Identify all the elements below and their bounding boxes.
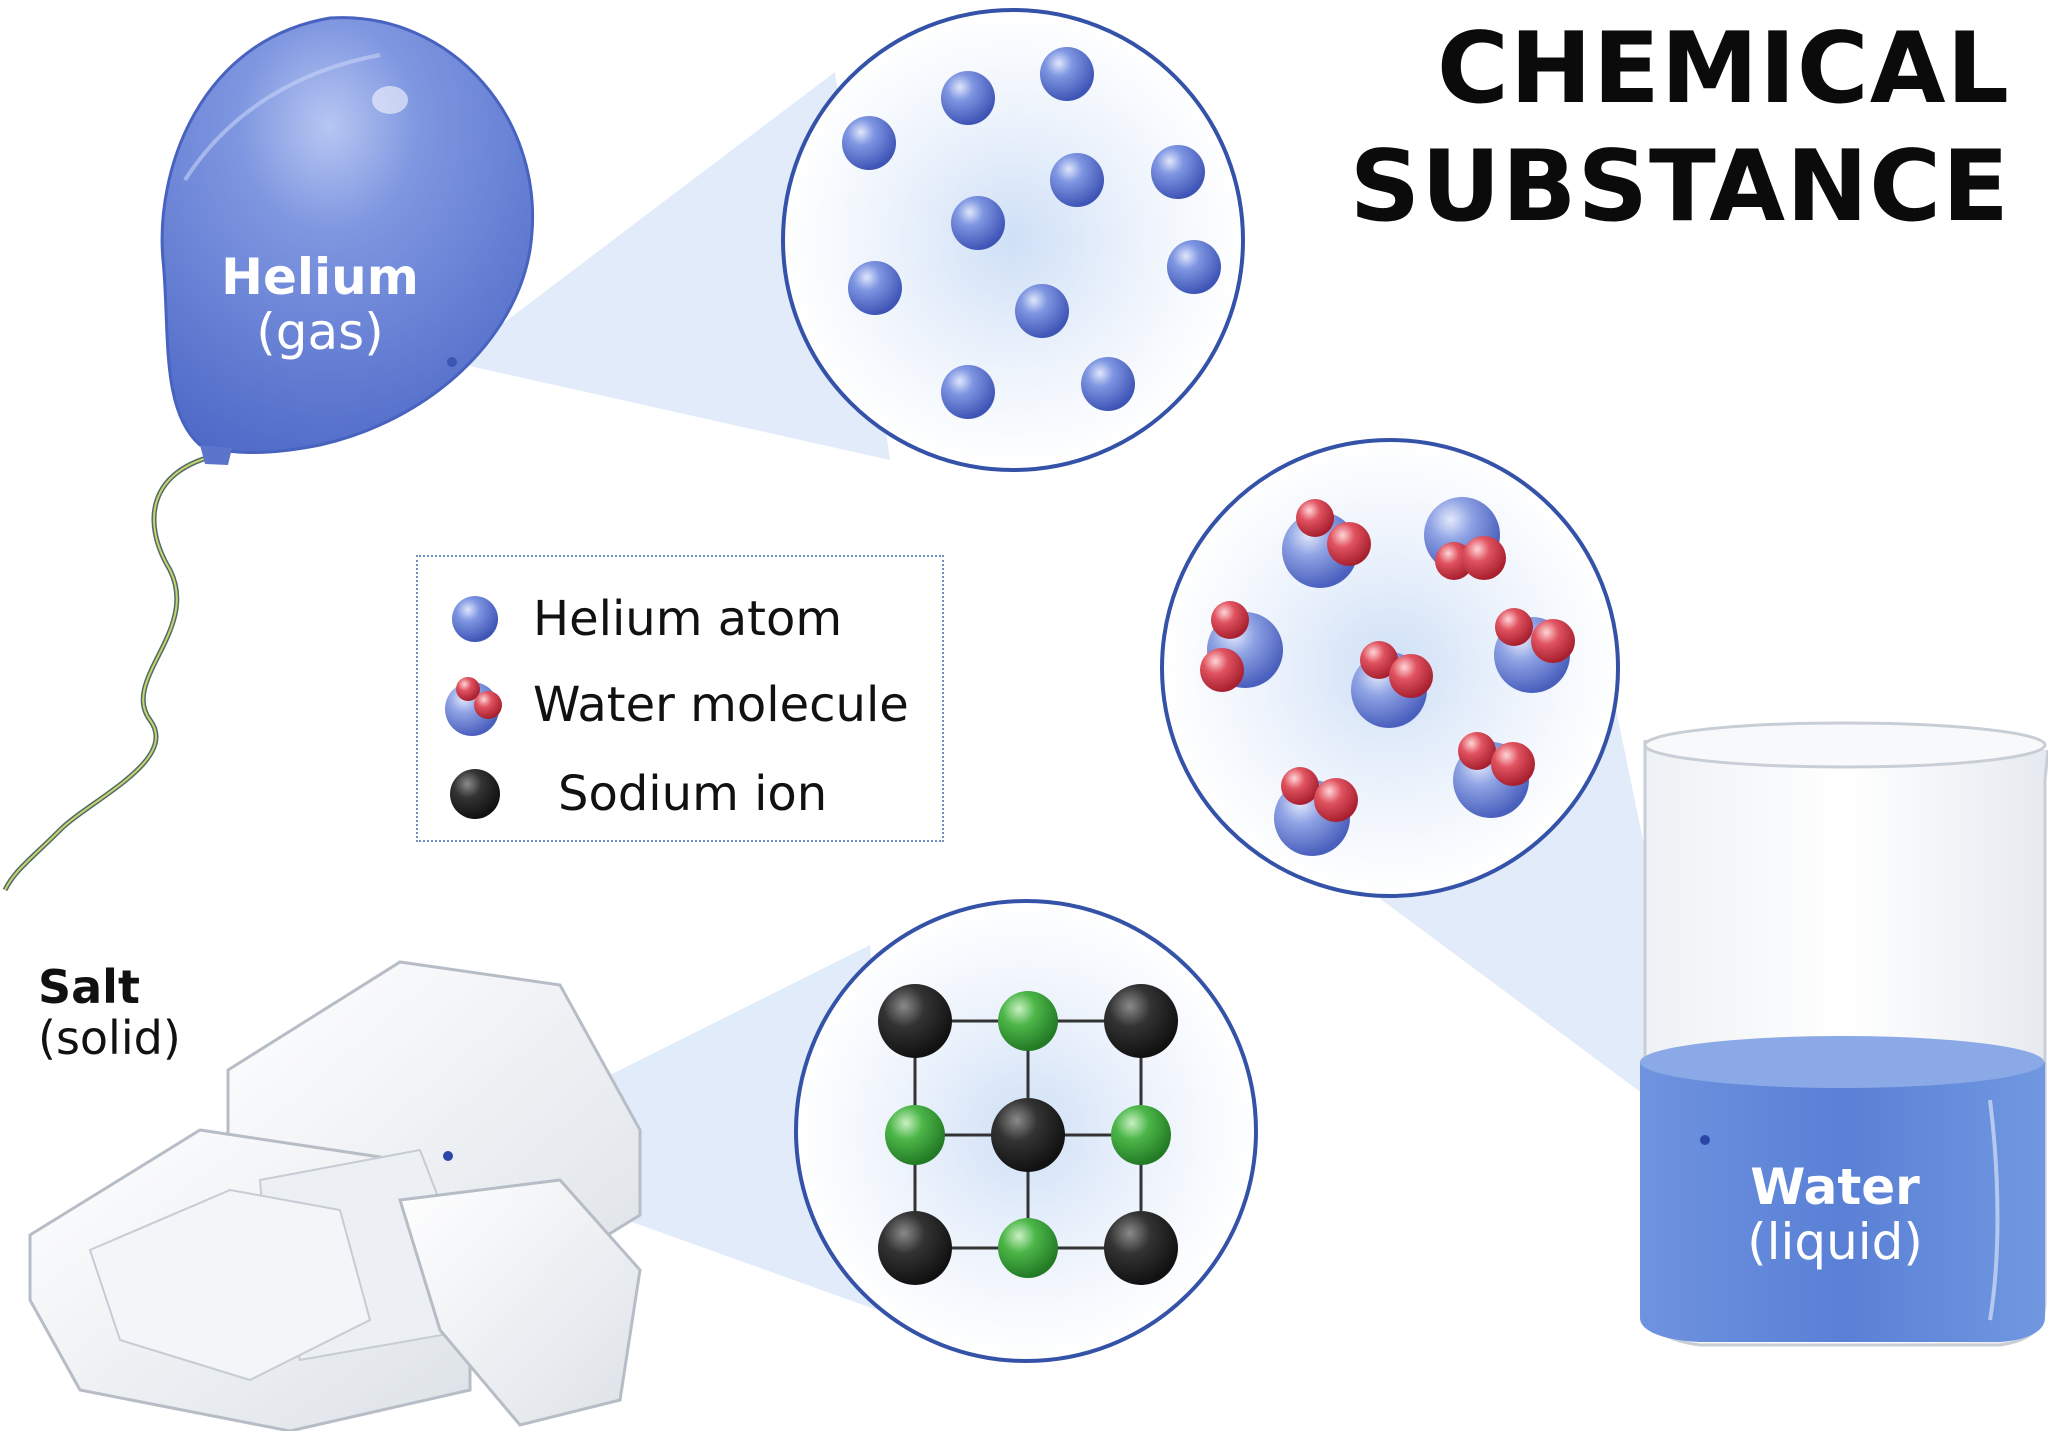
sodium-ion bbox=[878, 984, 952, 1058]
water-molecule bbox=[1200, 601, 1283, 692]
helium-zoom-circle-frame bbox=[781, 8, 1245, 472]
hydrogen-atom bbox=[1531, 619, 1575, 663]
hydrogen-atom bbox=[1281, 767, 1319, 805]
water-molecule bbox=[1282, 499, 1371, 588]
helium-atom bbox=[951, 196, 1005, 250]
legend-item-water-molecule: Water molecule bbox=[418, 665, 909, 745]
helium-zoom-beam bbox=[452, 72, 890, 460]
salt-zoom-beam bbox=[448, 945, 905, 1320]
helium-atom-icon bbox=[452, 596, 498, 642]
sodium-ion bbox=[1104, 1211, 1178, 1285]
water-molecule bbox=[1274, 767, 1358, 856]
chloride-ion bbox=[1111, 1105, 1171, 1165]
hydrogen-atom bbox=[1389, 654, 1433, 698]
helium-atom bbox=[1167, 240, 1221, 294]
title-line-2: SUBSTANCE bbox=[1349, 130, 2010, 244]
salt-crystals bbox=[28, 960, 642, 1433]
legend-label-sodium-ion: Sodium ion bbox=[558, 766, 828, 822]
salt-state: (solid) bbox=[38, 1010, 181, 1065]
title-line-1: CHEMICAL bbox=[1436, 12, 2010, 126]
chloride-ion bbox=[998, 991, 1058, 1051]
sodium-ion-icon bbox=[450, 769, 500, 819]
hydrogen-atom bbox=[1495, 608, 1533, 646]
water-beaker bbox=[1640, 721, 2048, 1347]
water-molecule bbox=[1494, 608, 1575, 693]
helium-atom bbox=[1050, 153, 1104, 207]
helium-atom bbox=[1081, 357, 1135, 411]
chloride-ion bbox=[998, 1218, 1058, 1278]
water-molecule-icon bbox=[445, 677, 502, 736]
helium-atom bbox=[848, 261, 902, 315]
sodium-ion bbox=[1104, 984, 1178, 1058]
salt-zoom-circle bbox=[794, 899, 1258, 1363]
salt-name: Salt bbox=[38, 960, 140, 1014]
helium-zoom-circle bbox=[781, 8, 1245, 472]
hydrogen-atom bbox=[1211, 601, 1249, 639]
helium-atom bbox=[1015, 284, 1069, 338]
water-name: Water bbox=[1750, 1158, 1920, 1216]
helium-atom bbox=[941, 71, 995, 125]
sodium-ion bbox=[991, 1098, 1065, 1172]
hydrogen-atom bbox=[1458, 732, 1496, 770]
hydrogen-atom bbox=[1462, 536, 1506, 580]
hydrogen-atom bbox=[1314, 778, 1358, 822]
sodium-ion bbox=[878, 1211, 952, 1285]
balloon-string bbox=[2, 452, 219, 892]
hydrogen-atom bbox=[1491, 742, 1535, 786]
water-label: Water (liquid) bbox=[1720, 1160, 1950, 1270]
water-molecule bbox=[1453, 732, 1535, 818]
water-molecule bbox=[1351, 641, 1433, 728]
water-state: (liquid) bbox=[1747, 1213, 1923, 1271]
legend-label-helium-atom: Helium atom bbox=[533, 591, 843, 647]
legend-box: Helium atom Water molecule Sodium ion bbox=[416, 555, 944, 842]
helium-balloon bbox=[160, 16, 535, 465]
water-molecule bbox=[1424, 497, 1506, 580]
chloride-ion bbox=[885, 1105, 945, 1165]
legend-item-helium-atom: Helium atom bbox=[418, 579, 842, 659]
hydrogen-atom bbox=[1296, 499, 1334, 537]
helium-label: Helium (gas) bbox=[200, 250, 440, 360]
helium-name: Helium bbox=[221, 248, 419, 306]
hydrogen-atom bbox=[1200, 648, 1244, 692]
helium-atom bbox=[941, 365, 995, 419]
hydrogen-atom bbox=[1327, 522, 1371, 566]
salt-label: Salt (solid) bbox=[38, 962, 238, 1063]
legend-label-water-molecule: Water molecule bbox=[533, 677, 909, 733]
legend-item-sodium-ion: Sodium ion bbox=[418, 754, 827, 834]
water-zoom-circle bbox=[1160, 438, 1620, 898]
hydrogen-atom bbox=[1360, 641, 1398, 679]
water-zoom-beam bbox=[1355, 632, 1705, 1140]
helium-atom bbox=[1151, 145, 1205, 199]
helium-state: (gas) bbox=[256, 303, 384, 361]
helium-atom bbox=[842, 116, 896, 170]
helium-atom bbox=[1040, 47, 1094, 101]
